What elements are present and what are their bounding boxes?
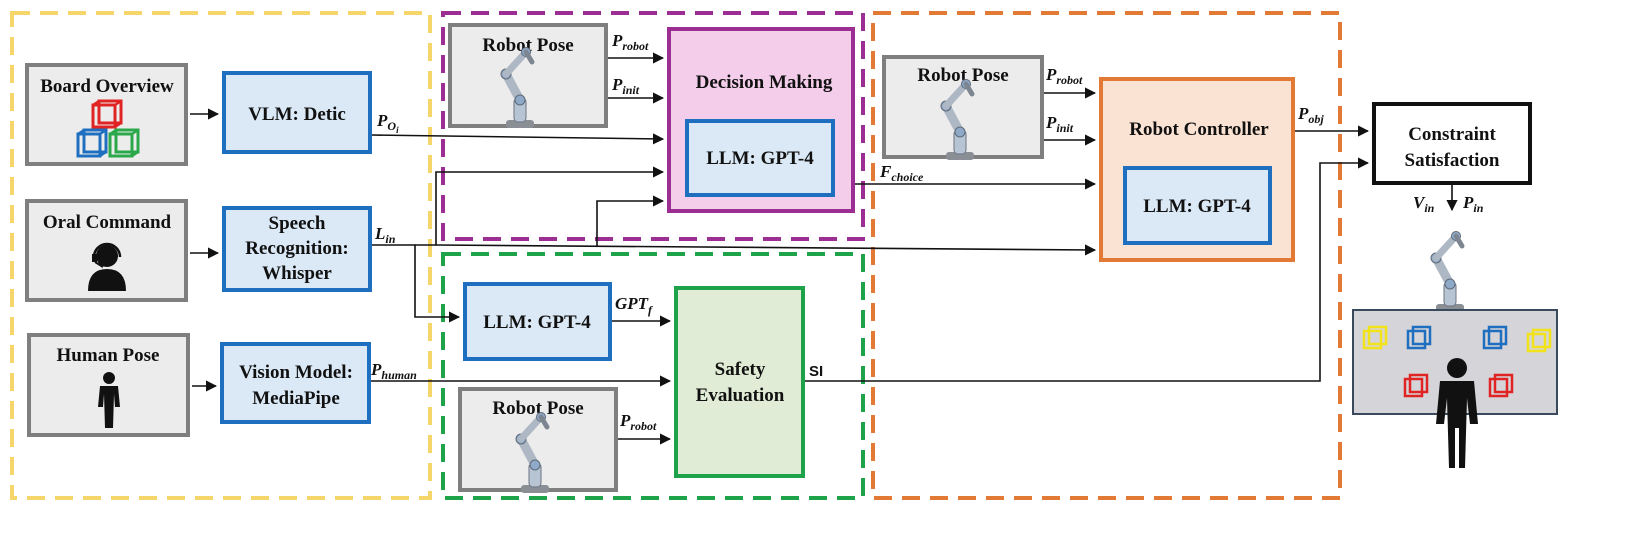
red-cube-icon bbox=[1403, 373, 1429, 398]
safety-title-line2: Evaluation bbox=[696, 385, 785, 406]
signal-labels: Probot Pinit POi Lin Phuman GPTf Probot … bbox=[370, 31, 1484, 433]
vlm-detic-box: VLM: Detic bbox=[222, 71, 372, 154]
robot-pose-label: Robot Pose bbox=[917, 65, 1008, 86]
board-overview-box: Board Overview bbox=[25, 63, 188, 166]
robot-pose-box-safety: Robot Pose bbox=[458, 387, 618, 493]
decision-group-frame bbox=[441, 11, 865, 241]
robot-pose-box-decision: Robot Pose bbox=[448, 23, 608, 128]
board-overview-label: Board Overview bbox=[40, 76, 174, 97]
signal-p-obj: Pobj bbox=[1297, 104, 1324, 126]
robot-pose-label: Robot Pose bbox=[492, 398, 583, 419]
robot-arm-icon bbox=[1431, 232, 1464, 313]
signal-l-in: Lin bbox=[374, 224, 396, 246]
workspace-scene bbox=[1352, 309, 1558, 468]
controller-llm-label: LLM: GPT-4 bbox=[1143, 196, 1251, 217]
oral-command-box: Oral Command bbox=[25, 199, 188, 302]
controller-llm-box bbox=[1123, 166, 1272, 245]
oral-command-label: Oral Command bbox=[43, 212, 172, 233]
safety-evaluation-box: Safety Evaluation bbox=[674, 286, 805, 478]
perception-group-frame bbox=[10, 11, 432, 500]
decision-making-box: Decision Making LLM: GPT-4 bbox=[667, 27, 855, 213]
safety-title-line1: Safety bbox=[715, 359, 766, 380]
signal-p-init-decision: Pinit bbox=[611, 75, 640, 97]
safety-llm-box: LLM: GPT-4 bbox=[463, 282, 612, 361]
decision-llm-box bbox=[685, 119, 835, 197]
robot-controller-box: Robot Controller LLM: GPT-4 bbox=[1099, 77, 1295, 262]
signal-p-robot-safety: Probot bbox=[619, 411, 657, 433]
signal-f-choice: Fchoice bbox=[879, 162, 924, 184]
signal-si: SI bbox=[809, 363, 823, 380]
standing-person-icon bbox=[1436, 358, 1478, 468]
constraint-satisfaction-box: Constraint Satisfaction bbox=[1372, 102, 1532, 185]
signal-p-robot-control: Probot bbox=[1045, 65, 1083, 87]
signal-p-init-control: Pinit bbox=[1045, 113, 1074, 135]
safety-llm-label: LLM: GPT-4 bbox=[483, 312, 591, 333]
vision-label-line2: MediaPipe bbox=[252, 388, 340, 409]
robot-pose-label: Robot Pose bbox=[482, 35, 573, 56]
vision-model-box: Vision Model: MediaPipe bbox=[220, 342, 371, 424]
speech-recognition-box: Speech Recognition: Whisper bbox=[222, 206, 372, 292]
yellow-cube-icon bbox=[1526, 328, 1552, 353]
headset-person-icon bbox=[88, 242, 126, 291]
signal-gpt-f: GPTf bbox=[615, 294, 653, 317]
constraint-line2: Satisfaction bbox=[1405, 150, 1500, 171]
connections bbox=[190, 52, 1458, 445]
decision-llm-label: LLM: GPT-4 bbox=[706, 148, 814, 169]
human-pose-label: Human Pose bbox=[57, 345, 160, 366]
safety-group-frame bbox=[441, 252, 865, 500]
red-cube-icon bbox=[1488, 373, 1514, 398]
signal-p-in: Pin bbox=[1462, 193, 1484, 215]
control-group-frame bbox=[871, 11, 1342, 500]
signal-p-oi: POi bbox=[376, 111, 399, 135]
vision-label-line1: Vision Model: bbox=[239, 362, 353, 383]
speech-label-line3: Whisper bbox=[262, 263, 332, 284]
constraint-line1: Constraint bbox=[1408, 124, 1496, 145]
signal-p-robot-decision: Probot bbox=[611, 31, 649, 53]
robot-controller-title: Robot Controller bbox=[1129, 119, 1269, 140]
speech-label-line1: Speech bbox=[269, 213, 326, 234]
signal-v-in: Vin bbox=[1413, 193, 1435, 215]
decision-making-title: Decision Making bbox=[696, 72, 833, 93]
speech-label-line2: Recognition: bbox=[245, 238, 348, 259]
blue-cube-icon bbox=[1482, 325, 1508, 350]
signal-p-human: Phuman bbox=[370, 360, 417, 382]
cube-stack-icon bbox=[76, 99, 140, 158]
blue-cube-icon bbox=[1406, 325, 1432, 350]
standing-person-icon bbox=[98, 372, 120, 428]
robot-pose-box-control: Robot Pose bbox=[882, 55, 1044, 160]
vlm-detic-label: VLM: Detic bbox=[248, 104, 346, 125]
yellow-cube-icon bbox=[1362, 325, 1388, 350]
human-pose-box: Human Pose bbox=[27, 333, 190, 437]
